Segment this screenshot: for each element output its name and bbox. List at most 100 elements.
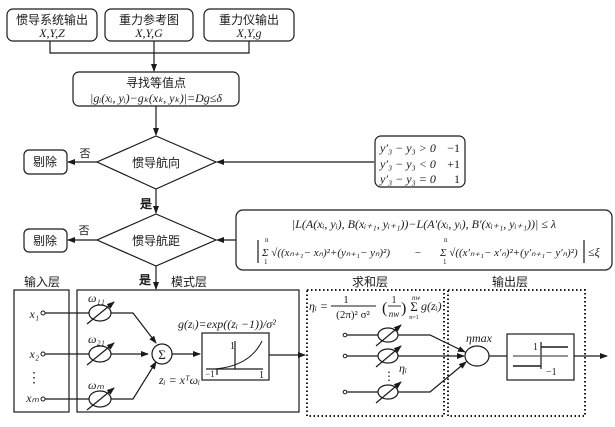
decision-distance: 惯导航距 <box>95 213 218 267</box>
box-gravimeter-output: 重力仪输出 X,Y,g <box>203 8 295 42</box>
sum-weight-symbol-2 <box>375 345 402 368</box>
frac1-den: (2π)² σ² <box>336 309 370 321</box>
distance-cond-right: Σ √((x′ₙ₊₁− x′ₙ)²+(y′ₙ₊₁− y′ₙ)²) <box>439 247 578 259</box>
summation-layer-box <box>306 289 445 417</box>
eta-i-label: ηᵢ <box>399 361 407 375</box>
eta-lhs: ηᵢ = <box>309 299 328 313</box>
pattern-layer-label: 模式层 <box>171 275 207 289</box>
sum-term: g(zᵢ) <box>421 299 442 313</box>
merge-connector <box>49 41 250 54</box>
step-function-box: 1 −1 <box>506 333 575 381</box>
sum-port-2 <box>342 353 348 359</box>
input-layer-label: 输入层 <box>24 274 60 289</box>
weight-line-m <box>45 361 157 400</box>
frac2-num: 1 <box>392 295 397 306</box>
step-bottom-label: −1 <box>546 367 557 378</box>
frac2-den: nw <box>389 309 400 319</box>
weight-line-1 <box>45 312 157 344</box>
sum-lower: n=1 <box>409 315 418 321</box>
sum-upper: nw <box>412 294 421 302</box>
activation-plot-left: −1 <box>205 369 215 379</box>
reject-box-2: 剔除 <box>23 228 68 253</box>
paren-left: ( <box>382 300 387 317</box>
weight-label-w21: ω₂₁ <box>88 332 105 346</box>
weight-symbol-1 <box>86 301 115 325</box>
activation-formula: g(zᵢ)=exp((zᵢ −1))/σ² <box>178 317 276 331</box>
distance-cond-minus: − <box>415 247 421 259</box>
activation-plot-right: 1 <box>259 370 264 381</box>
activation-plot-box: 1 −1 1 <box>201 332 270 381</box>
box-find-equal-point: 寻找等值点 |gᵢ(xᵢ, yᵢ)−gₖ(xₖ, yₖ)|=Dg≤δ <box>72 71 240 107</box>
distance-cond-line1: |L(A(xᵢ, yᵢ), B(xᵢ₊₁, yᵢ₊₁))−L(A′(xᵢ, yᵢ… <box>292 217 556 231</box>
reject-box-1: 剔除 <box>23 149 68 175</box>
sum-node: Σ <box>151 343 173 365</box>
input-node-dots: ⋮ <box>27 371 41 386</box>
input-port-2 <box>40 351 46 357</box>
paren-right: ) <box>401 300 406 317</box>
decision-distance-label: 惯导航距 <box>132 233 180 248</box>
cond-2-expr: y′₃ − y₃ < 0 <box>379 157 436 171</box>
decision-heading: 惯导航向 <box>95 135 218 190</box>
sum-symbol: Σ <box>158 347 166 362</box>
distance-conditions-box: |L(A(xᵢ, yᵢ), B(xᵢ₊₁, yᵢ₊₁))−L(A′(xᵢ, yᵢ… <box>235 209 613 271</box>
step-top-label: 1 <box>533 342 538 353</box>
z-formula: zᵢ = xᵀωᵢ <box>158 373 200 387</box>
input-node-x1: x₁ <box>29 307 40 321</box>
output-layer-label: 输出层 <box>492 274 528 289</box>
sum-weight-symbol-3 <box>375 381 402 404</box>
input-port-1 <box>40 310 46 316</box>
heading-conditions-box: y′₃ − y₃ > 0 −1 y′₃ − y₃ < 0 +1 y′₃ − y₃… <box>374 135 466 188</box>
summation-layer-label: 求和层 <box>352 275 388 289</box>
sum-dots: ⋮ <box>383 369 395 383</box>
reject-label-2: 剔除 <box>33 233 57 248</box>
distance-no-label: 否 <box>79 224 90 237</box>
weight-label-wm: ωₘ <box>88 378 104 392</box>
output-node <box>464 345 490 367</box>
box-ins-output: 惯导系统输出 X,Y,Z <box>6 8 98 42</box>
heading-no-label: 否 <box>80 147 91 160</box>
sum2-lower: 1 <box>443 258 447 266</box>
cond-3-expr: y′₃ − y₃ = 0 <box>379 172 436 186</box>
input-node-xm: xₘ <box>25 391 39 405</box>
heading-yes-label: 是 <box>139 197 153 211</box>
decision-heading-label: 惯导航向 <box>132 155 180 170</box>
box-ins-output-title: 惯导系统输出 <box>16 12 88 27</box>
activation-plot-top: 1 <box>230 341 235 352</box>
box-gravimeter-title: 重力仪输出 <box>219 12 279 27</box>
sum1-lower: 1 <box>264 258 268 266</box>
input-node-x2: x₂ <box>29 347 40 361</box>
box-gravity-map: 重力参考图 X,Y,G <box>104 8 194 42</box>
distance-yes-label: 是 <box>138 273 152 287</box>
distance-cond-bound: ≤ξ <box>588 245 601 259</box>
sum-port-3 <box>342 389 348 395</box>
cond-1-value: −1 <box>447 141 460 155</box>
output-node-label: ηmax <box>466 331 493 345</box>
pattern-layer-box <box>76 289 300 413</box>
reject-label-1: 剔除 <box>33 154 57 169</box>
box-gravimeter-vars: X,Y,g <box>236 26 262 40</box>
weight-symbol-2 <box>86 342 115 366</box>
box-gravity-map-vars: X,Y,G <box>134 26 163 40</box>
sum-weight-symbol-1 <box>375 324 402 347</box>
weight-label-w11: ω₁₁ <box>88 291 105 305</box>
input-layer-box <box>13 289 70 413</box>
equal-point-title: 寻找等值点 <box>126 75 186 90</box>
sum-line-1 <box>347 334 466 353</box>
distance-cond-left: Σ √((xₙ₊₁− xₙ)²+(yₙ₊₁− yₙ)²) <box>261 247 390 259</box>
box-gravity-map-title: 重力参考图 <box>119 12 179 27</box>
cond-3-value: 1 <box>454 172 460 186</box>
cond-2-value: +1 <box>447 157 460 171</box>
weight-symbol-m <box>86 387 115 411</box>
sum-line-3 <box>347 361 467 393</box>
sum2-upper: n <box>444 236 448 244</box>
box-ins-output-vars: X,Y,Z <box>38 26 65 40</box>
input-port-m <box>40 396 46 402</box>
sum1-upper: n <box>265 236 269 244</box>
summation-formula: ηᵢ = 1 (2π)² σ² ( 1 nw ) nw Σ n=1 g(zᵢ) <box>309 294 442 321</box>
equal-point-formula: |gᵢ(xᵢ, yᵢ)−gₖ(xₖ, yₖ)|=Dg≤δ <box>90 91 222 105</box>
frac1-num: 1 <box>343 294 349 306</box>
sum-port-1 <box>342 332 348 338</box>
cond-1-expr: y′₃ − y₃ > 0 <box>379 141 436 155</box>
output-layer-box <box>447 289 586 417</box>
